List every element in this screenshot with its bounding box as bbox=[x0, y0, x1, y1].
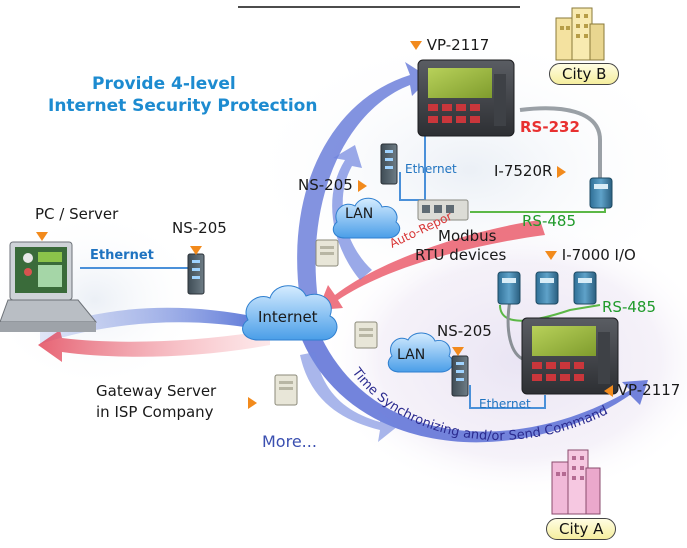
modbus-line1: Modbus bbox=[438, 227, 497, 245]
ethernet-line-bottom bbox=[469, 385, 546, 409]
title-line2: Internet Security Protection bbox=[48, 96, 318, 116]
marker-icon bbox=[190, 246, 202, 255]
marker-icon bbox=[545, 251, 557, 260]
switch-icon bbox=[187, 253, 205, 295]
io-module-icon bbox=[417, 199, 469, 221]
panel-controller-icon bbox=[417, 59, 515, 137]
pc-monitor-icon bbox=[0, 241, 98, 332]
more-link[interactable]: More... bbox=[262, 432, 317, 451]
rs485-bottom-label: RS-485 bbox=[602, 298, 656, 316]
pc-server-label: PC / Server bbox=[35, 205, 119, 223]
switch-icon bbox=[380, 143, 398, 185]
marker-icon bbox=[452, 347, 464, 356]
marker-icon bbox=[557, 165, 567, 178]
title-line1: Provide 4-level bbox=[92, 74, 236, 94]
blue-arc-bottom bbox=[300, 330, 648, 443]
red-arc-auto-report bbox=[318, 220, 545, 310]
rs232-label: RS-232 bbox=[520, 118, 580, 136]
io-module-icon bbox=[573, 271, 597, 305]
blue-arrow-pc-internet bbox=[40, 307, 282, 344]
gateway-line1: Gateway Server bbox=[96, 382, 217, 400]
gateway-server-icon bbox=[315, 239, 339, 267]
gateway-server-icon bbox=[354, 321, 378, 349]
gateway-label: Gateway Server in ISP Company bbox=[96, 381, 216, 423]
gateway-server-icon bbox=[274, 374, 298, 406]
pc-marker bbox=[36, 226, 48, 245]
ethernet-bottom-label: Ethernet bbox=[479, 397, 531, 411]
lan-bottom-label: LAN bbox=[397, 347, 426, 363]
lan-top-label: LAN bbox=[345, 206, 374, 222]
ns205-bottom-label: NS-205 bbox=[437, 322, 492, 340]
cloud-icon bbox=[387, 332, 454, 373]
gateway-line2: in ISP Company bbox=[96, 403, 214, 421]
i7520r-label: I-7520R bbox=[494, 162, 567, 180]
ethernet-line-top bbox=[399, 133, 426, 201]
ns205-top-text: NS-205 bbox=[298, 176, 353, 194]
panel-controller-icon bbox=[521, 317, 619, 395]
i7000-label: I-7000 I/O bbox=[545, 246, 636, 264]
red-arrow-internet-pc bbox=[38, 330, 270, 362]
ns205-bottom-marker bbox=[452, 341, 464, 360]
city-a-badge: City A bbox=[546, 518, 617, 540]
vp2117-bottom-text: VP-2117 bbox=[617, 381, 681, 399]
io-module-icon bbox=[497, 271, 521, 305]
marker-icon bbox=[357, 179, 367, 192]
gateway-marker bbox=[248, 392, 257, 411]
cloud-icon bbox=[242, 285, 338, 341]
ethernet-left-label: Ethernet bbox=[90, 248, 154, 263]
io-to-vp-cable bbox=[506, 299, 526, 362]
blue-swirl-lan bbox=[332, 145, 372, 280]
blue-swirl-bottom bbox=[300, 352, 398, 442]
marker-icon bbox=[604, 384, 613, 397]
blue-arc-top bbox=[297, 62, 430, 300]
city-b-badge: City B bbox=[549, 63, 620, 85]
ethernet-top-label: Ethernet bbox=[405, 162, 457, 176]
i7520r-text: I-7520R bbox=[494, 162, 553, 180]
ns205-left-label: NS-205 bbox=[172, 219, 227, 237]
rs485-top-label: RS-485 bbox=[522, 212, 576, 230]
marker-icon bbox=[410, 41, 422, 50]
rs232-cable bbox=[519, 106, 602, 180]
building-icon bbox=[555, 7, 605, 61]
vp2117-bottom-label: VP-2117 bbox=[604, 381, 680, 399]
internet-label: Internet bbox=[258, 308, 318, 326]
io-module-icon bbox=[535, 271, 559, 305]
building-icon bbox=[551, 449, 601, 515]
marker-icon bbox=[36, 232, 48, 241]
ns205-left-marker bbox=[190, 240, 202, 259]
cloud-icon bbox=[332, 197, 401, 239]
modbus-label-2: RTU devices bbox=[415, 246, 507, 264]
switch-icon bbox=[451, 355, 469, 397]
vp2117-top-label: VP-2117 bbox=[410, 36, 489, 54]
converter-icon bbox=[589, 177, 613, 209]
vp2117-top-text: VP-2117 bbox=[426, 36, 490, 54]
ns205-top-label: NS-205 bbox=[298, 176, 367, 194]
i7000-text: I-7000 I/O bbox=[561, 246, 636, 264]
marker-icon bbox=[248, 396, 257, 409]
modbus-label: Modbus bbox=[438, 227, 496, 246]
